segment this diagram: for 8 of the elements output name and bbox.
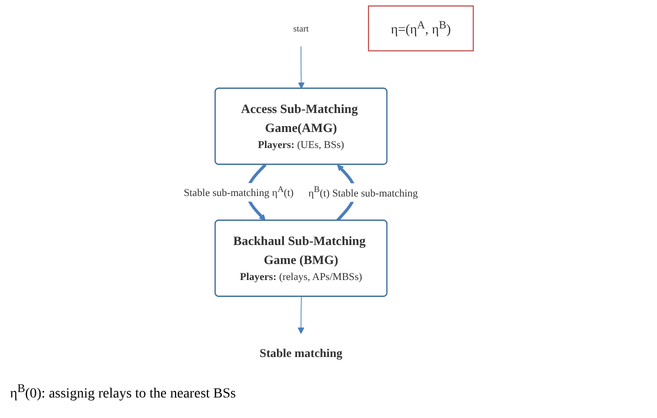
note-text: η$^{B}$(0): assignig relays to the nearest BSs [10,382,237,403]
node-text: start [293,23,309,34]
node-text: Stable matching [260,347,342,360]
edge-label: Stable sub-matching η$^{A}$(t) [184,184,294,200]
node-box: η=(η$^{A}$, η$^{B}$) [368,5,474,52]
arrow [298,296,304,334]
arrow [298,46,305,89]
edge-label: η$^{B}$(t) Stable sub-matching [308,184,418,200]
